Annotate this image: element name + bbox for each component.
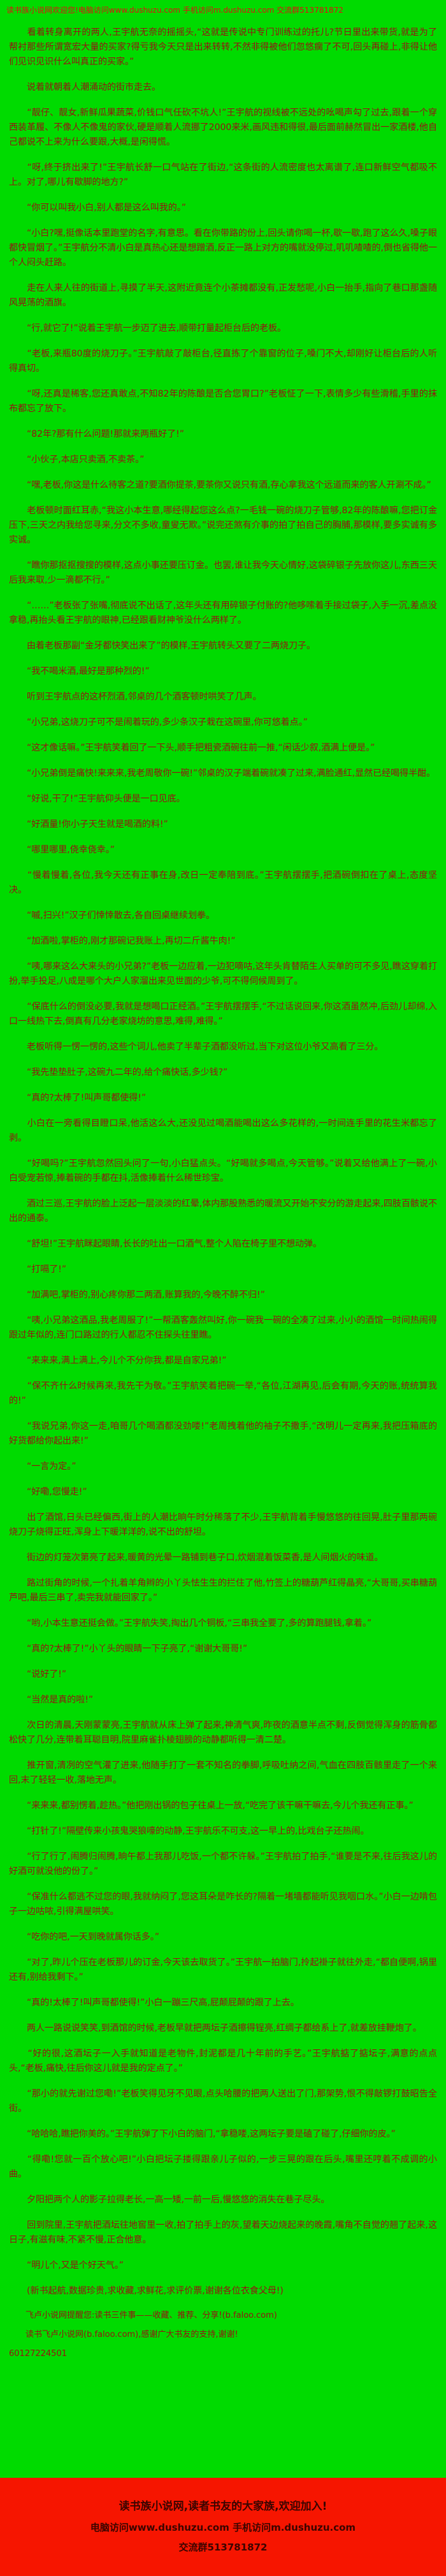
paragraph: 小白在一旁看得目瞪口呆,他活这么大,还没见过喝酒能喝出这么多花样的,一时间连手里… bbox=[9, 1118, 437, 1143]
paragraph: 听到王宇航点的这杯烈酒,邻桌的几个酒客顿时哄笑了几声。 bbox=[9, 692, 262, 702]
paragraph: “行,就它了!”说着王宇航一步迈了进去,顺带打量起柜台后的老板。 bbox=[9, 323, 287, 333]
paragraph: “吃你的吧,一天到晚就属你话多。” bbox=[9, 1932, 159, 1942]
banner-urls: 电脑访问www.dushuzu.com 手机访问m.dushuzu.com bbox=[90, 2522, 356, 2533]
paragraph: “小伙子,本店只卖酒,不卖茶。” bbox=[9, 455, 145, 465]
paragraph: “呀,终于挤出来了!”王宇航长舒一口气站在了街边,“这条街的人流密度也太离谱了,… bbox=[9, 163, 437, 187]
paragraph: “一言为定。” bbox=[9, 1461, 76, 1472]
paragraph: “那小的就先谢过您嘞!”老板笑得见牙不见眼,点头哈腰的把两人送出了门,那架势,恨… bbox=[9, 2089, 437, 2114]
paragraph: “你可以叫我小白,别人都是这么叫我的。” bbox=[9, 203, 186, 213]
bottom-site-banner[interactable]: 读书族小说网,读者书友的大家族,欢迎加入! 电脑访问www.dushuzu.co… bbox=[0, 2478, 446, 2576]
paragraph: “好喝吗?”王宇航忽然回头问了一句,小白猛点头。“好喝就多喝点,今天管够。”说着… bbox=[9, 1159, 437, 1183]
paragraph: “好酒量!你小子天生就是喝酒的料!” bbox=[9, 819, 168, 830]
chapter-content: 看着转身离开的两人,王宇航无奈的摇摇头,“这就是传说中专门训练过的托儿?节日里出… bbox=[0, 15, 446, 2299]
site-notice-top: 读书族小说网欢迎您!电脑访问www.dushuzu.com 手机访问m.dush… bbox=[6, 6, 343, 15]
paragraph: 路过街角的时候,一个扎着羊角辫的小丫头怯生生的拦住了他,竹签上的糖葫芦红得晶亮,… bbox=[9, 1578, 437, 1603]
paragraph: “明儿个,又是个好天气。” bbox=[9, 2260, 124, 2271]
paragraph: 出了酒馆,日头已经偏西,街上的人潮比晌午时分稀落了不少,王宇航背着手慢悠悠的往回… bbox=[9, 1512, 437, 1537]
paragraph: “加满吧,掌柜的,别心疼你那二两酒,账算我的,今晚不醉不归!” bbox=[9, 1290, 265, 1300]
paragraph: “舒坦!”王宇航眯起眼睛,长长的吐出一口酒气,整个人陷在椅子里不想动弹。 bbox=[9, 1239, 322, 1249]
paragraph: “行了行了,闹腾归闹腾,晌午都上我那儿吃饭,一个都不许躲。”王宇航拍了拍手,“谁… bbox=[9, 1852, 437, 1877]
paragraph: “好说,干了!”王宇航仰头便是一口见底。 bbox=[9, 794, 185, 804]
paragraph: “慢着慢着,各位,我今天还有正事在身,改日一定奉陪到底。”王宇航摆摆手,把酒碗倒… bbox=[9, 870, 437, 895]
paragraph: 走在人来人往的街道上,寻摸了半天,这附近竟连个小茶摊都没有,正发愁呢,小白一抬手… bbox=[9, 283, 437, 308]
paragraph: 看着转身离开的两人,王宇航无奈的摇摇头,“这就是传说中专门训练过的托儿?节日里出… bbox=[9, 27, 437, 67]
paragraph: 街边的灯笼次第亮了起来,暖黄的光晕一路铺到巷子口,炊烟混着饭菜香,是人间烟火的味… bbox=[9, 1553, 384, 1563]
paragraph: “这才像话嘛。”王宇航笑着回了一下头,顺手把粗瓷酒碗往前一推,“闲话少叙,酒满上… bbox=[9, 743, 375, 753]
paragraph: “呀,还真是稀客,您还真敢点,不知82年的陈酿是否合您胃口?”老板怔了一下,表情… bbox=[9, 389, 437, 414]
faloo-reminder-note: 飞卢小说网提醒您:读书三件事——收藏、推荐、分享!(b.faloo.com) bbox=[9, 2311, 277, 2320]
paragraph: “82年?那有什么问题!那就来两瓶好了!” bbox=[9, 429, 184, 439]
paragraph: (新书起航,数据珍贵,求收藏,求鲜花,求评价票,谢谢各位衣食父母!) bbox=[9, 2286, 284, 2296]
paragraph: “真的?太棒了!叫声哥都使得!” bbox=[9, 1093, 147, 1103]
paragraph: “保不齐什么时候再来,我先干为敬。”王宇航笑着把碗一举,“各位,江湖再见,后会有… bbox=[9, 1381, 437, 1406]
paragraph: “咦,哪来这么大来头的小兄弟?”老板一边应着,一边犯嘀咕,这年头肯替陌生人买单的… bbox=[9, 962, 437, 986]
paragraph: 回到院里,王宇航把酒坛往地窖里一收,拍了拍手上的灰,望着天边烧起来的晚霞,嘴角不… bbox=[9, 2220, 437, 2245]
paragraph: 说着就朝着人潮涌动的街市走去。 bbox=[9, 82, 161, 92]
paragraph: “保准什么都逃不过您的眼,我就纳闷了,您这耳朵是咋长的?隔着一堵墙都能听见我咽口… bbox=[9, 1892, 437, 1917]
chapter-footer: 飞卢小说网提醒您:读书三件事——收藏、推荐、分享!(b.faloo.com) 读… bbox=[0, 2309, 446, 2360]
paragraph: “打针了!”隔壁传来小孩鬼哭狼嚎的动静,王宇航乐不可支,这一早上的,比戏台子还热… bbox=[9, 1826, 370, 1836]
paragraph: 推开窗,清冽的空气灌了进来,他随手打了一套不知名的拳脚,呼吸吐纳之间,气血在四肢… bbox=[9, 1760, 437, 1785]
paragraph: “小白?嘿,挺像话本里跑堂的名字,有意思。看在你带路的份上,回头请你喝一杯,歇一… bbox=[9, 228, 437, 268]
paragraph: “来来来,满上满上,今儿个不分你我,都是自家兄弟!” bbox=[9, 1356, 227, 1366]
paragraph: “打嗝了!” bbox=[9, 1264, 67, 1275]
paragraph: 老板听得一愣一愣的,这些个词儿,他卖了半辈子酒都没听过,当下对这位小爷又高看了三… bbox=[9, 1042, 384, 1052]
paragraph: “真的?太棒了!”小丫头的眼睛一下子亮了,“谢谢大哥哥!” bbox=[9, 1644, 248, 1654]
paragraph: “哈哈哈,瞧把你美的。”王宇航弹了下小白的脑门,“拿稳喽,这两坛子要是磕了碰了,… bbox=[9, 2129, 396, 2139]
paragraph: “我不喝米酒,最好是那种烈的!” bbox=[9, 666, 150, 677]
paragraph: “小兄弟倒是痛快!来来来,我老周敬你一碗!”邻桌的汉子端着碗就凑了过来,满脸通红… bbox=[9, 768, 436, 779]
paragraph: “小兄弟,这烧刀子可不是闹着玩的,多少条汉子栽在这碗里,你可悠着点。” bbox=[9, 717, 308, 728]
paragraph: “来来来,都别愣着,趁热。”他把刚出锅的包子往桌上一放,“吃完了该干嘛干嘛去,今… bbox=[9, 1801, 414, 1811]
paragraph: 夕阳把两个人的影子拉得老长,一高一矮,一前一后,慢悠悠的消失在巷子尽头。 bbox=[9, 2195, 330, 2205]
paragraph: “哪里哪里,侥幸侥幸。” bbox=[9, 845, 115, 855]
paragraph: “保底什么的倒没必要,我就是想喝口正经酒。”王宇航摆摆手,“不过话说回来,你这酒… bbox=[9, 1002, 437, 1027]
paragraph: “嘁,扫兴!”汉子们悻悻散去,各自回桌继续划拳。 bbox=[9, 911, 215, 921]
paragraph: 两人一路说说笑笑,到酒馆的时候,老板早就把两坛子酒擦得锃亮,红绸子都给系上了,就… bbox=[9, 2023, 422, 2033]
paragraph: 由着老板那副“金牙都快笑出来了”的模样,王宇航转头又要了二两烧刀子。 bbox=[9, 641, 315, 651]
paragraph: “加酒啦,掌柜的,刚才那碗记我账上,再切二斤酱牛肉!” bbox=[9, 936, 236, 946]
paragraph: “……”老板张了张嘴,彻底说不出话了,这年头还有用碎银子付账的?他哆嗦着手接过袋… bbox=[9, 601, 437, 626]
chapter-code: 60127224501 bbox=[9, 2349, 67, 2359]
paragraph: “老板,来瓶80度的烧刀子。”王宇航敲了敲柜台,径直拣了个靠窗的位子,嗓门不大,… bbox=[9, 349, 437, 374]
paragraph: “哟,小本生意还挺会做。”王宇航失笑,掏出几个铜板,“三串我全要了,多的算跑腿钱… bbox=[9, 1618, 372, 1628]
paragraph: “我说兄弟,你这一走,咱哥几个喝酒都没劲喽!”老周拽着他的袖子不撒手,“改明儿一… bbox=[9, 1421, 437, 1446]
paragraph: “真的!太棒了!叫声哥都使得!”小白一蹦三尺高,屁颠屁颠的跟了上去。 bbox=[9, 1998, 299, 2008]
banner-site-name: 读书族小说网,读者书友的大家族,欢迎加入! bbox=[119, 2500, 327, 2513]
paragraph: “好的很,这酒坛子一入手就知道是老物件,封泥都是几十年前的手艺。”王宇航掂了掂坛… bbox=[9, 2049, 437, 2074]
paragraph: 酒过三巡,王宇航的脸上泛起一层淡淡的红晕,体内那股熟悉的暖流又开始不安分的游走起… bbox=[9, 1199, 437, 1224]
paragraph: “说好了!” bbox=[9, 1669, 67, 1680]
paragraph: 老板顿时面红耳赤,“我这小本生意,哪经得起您这么点?一毛钱一碗的烧刀子管够,82… bbox=[9, 506, 437, 545]
paragraph: “靓仔、靓女,新鲜瓜果蔬菜,价钱口气任砍不坑人!”王宇航的视线被不远处的吆喝声勾… bbox=[9, 108, 437, 147]
paragraph: “对了,昨儿个压在老板那儿的订金,今天该去取货了。”王宇航一拍脑门,拎起褂子就往… bbox=[9, 1958, 437, 1982]
paragraph: “嘿,老板,你这是什么待客之道?要酒你提茶,要茶你又说只有酒,存心拿我这个远道而… bbox=[9, 480, 431, 490]
paragraph: “当然是真的啦!” bbox=[9, 1695, 94, 1705]
faloo-thanks-note: 读书飞卢小说网(b.faloo.com),感谢广大书友的支持,谢谢! bbox=[9, 2330, 238, 2339]
paragraph: “我先垫垫肚子,这碗九二年的,给个痛快话,多少钱?” bbox=[9, 1067, 228, 1078]
paragraph: “得嘞!您就一百个放心吧!”小白把坛子搂得跟亲儿子似的,一步三晃的跟在后头,嘴里… bbox=[9, 2155, 437, 2179]
paragraph: “好嘞,您慢走!” bbox=[9, 1487, 87, 1497]
paragraph: 次日的清晨,天刚蒙蒙亮,王宇航就从床上弹了起来,神清气爽,昨夜的酒意半点不剩,反… bbox=[9, 1720, 437, 1745]
paragraph: “咦,小兄弟这酒品,我老周服了!”一帮酒客轰然叫好,你一碗我一碗的全凑了过来,小… bbox=[9, 1315, 437, 1340]
paragraph: “瞧你那抠抠搜搜的模样,这点小事还要压订金。也罢,谁让我今天心情好,这袋碎银子先… bbox=[9, 560, 437, 585]
banner-qq-group: 交流群513781872 bbox=[178, 2542, 268, 2553]
